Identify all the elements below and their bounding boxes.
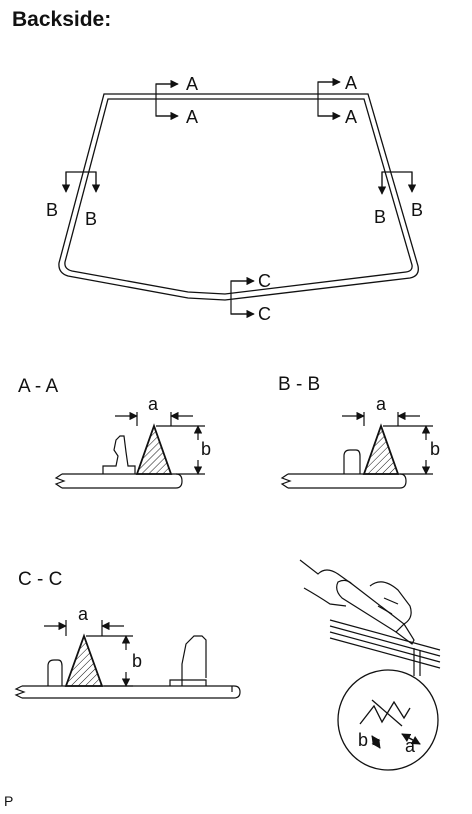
windshield-outline <box>58 93 419 301</box>
detail-dim-a: a <box>405 736 416 756</box>
detail-dim-b: b <box>358 730 368 750</box>
section-bb-dim-b: b <box>430 439 440 459</box>
mark-c-bottom: C <box>258 304 271 324</box>
section-cc-dim-a: a <box>78 604 89 624</box>
mark-a-bottom-left: A <box>186 107 198 127</box>
section-bb-title: B - B <box>278 374 320 395</box>
section-marker-a-left <box>155 79 179 121</box>
section-aa-title: A - A <box>18 376 58 397</box>
section-cc-drawing <box>14 620 241 699</box>
page-title: Backside: <box>12 8 112 31</box>
bead-detail-circle <box>337 669 439 771</box>
mark-b-right-outer: B <box>411 200 423 220</box>
mark-b-right-inner: B <box>374 207 386 227</box>
section-cc-title: C - C <box>18 569 62 590</box>
mark-a-top-right: A <box>345 73 357 93</box>
mark-a-top-left: A <box>186 74 198 94</box>
section-marker-b-right <box>377 171 417 195</box>
mark-b-left-outer: B <box>46 200 58 220</box>
applicator-gun-illustration <box>299 559 441 676</box>
section-marker-a-right <box>317 77 341 121</box>
section-marker-c <box>230 276 255 319</box>
mark-b-left-inner: B <box>85 209 97 229</box>
section-aa-drawing <box>54 411 205 489</box>
figure-code: P <box>4 793 14 809</box>
section-aa-dim-b: b <box>201 439 211 459</box>
section-bb-drawing <box>280 411 433 489</box>
section-cc-dim-b: b <box>132 651 142 671</box>
section-aa-dim-a: a <box>148 394 159 414</box>
mark-a-bottom-right: A <box>345 107 357 127</box>
section-marker-b-left <box>61 171 101 193</box>
mark-c-top: C <box>258 271 271 291</box>
section-bb-dim-a: a <box>376 394 387 414</box>
